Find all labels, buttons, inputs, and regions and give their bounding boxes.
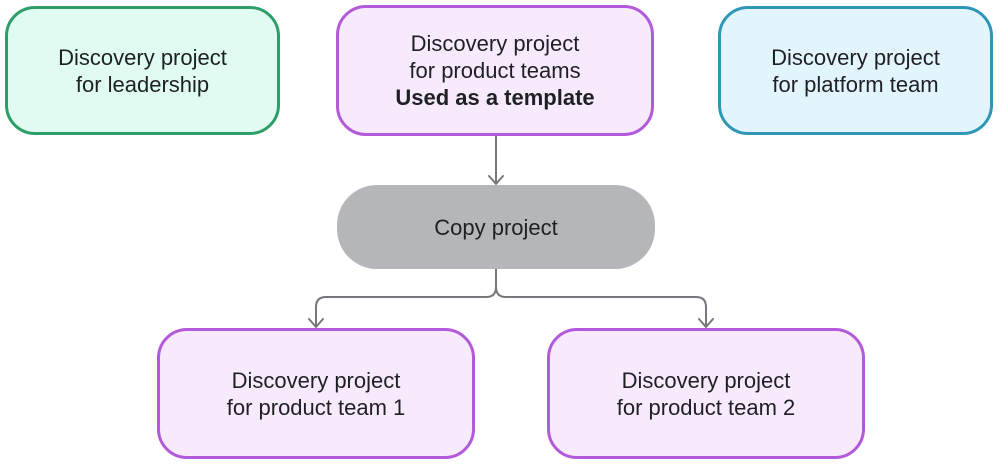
arrowhead-team-2 (698, 318, 714, 328)
node-template-project: Discovery project for product teams Used… (336, 5, 654, 136)
node-platform-line-2: for platform team (772, 71, 939, 97)
node-platform-line-1: Discovery project (771, 44, 940, 70)
node-team-2-line-2: for product team 2 (616, 394, 796, 420)
node-leadership-line-2: for leadership (75, 71, 210, 97)
node-team-1-line-1: Discovery project (231, 367, 401, 393)
arrowhead-team-1 (308, 318, 324, 328)
node-template-emphasis: Used as a template (395, 85, 595, 110)
node-product-team-1-project: Discovery project for product team 1 (157, 328, 475, 459)
node-team-1-line-2: for product team 1 (226, 394, 406, 420)
connector-copy-to-team-1 (315, 268, 497, 327)
node-leadership-project: Discovery project for leadership (5, 6, 280, 135)
node-product-team-2-project: Discovery project for product team 2 (547, 328, 865, 459)
node-template-line-1: Discovery project (410, 31, 580, 56)
node-copy-label: Copy project (434, 214, 558, 240)
node-template-line-2: for product teams (409, 58, 581, 83)
arrowhead-copy (488, 175, 504, 185)
node-leadership-line-1: Discovery project (58, 44, 227, 70)
node-team-2-line-1: Discovery project (621, 367, 791, 393)
node-copy-project: Copy project (337, 185, 655, 269)
node-platform-project: Discovery project for platform team (718, 6, 993, 135)
connector-copy-to-team-2 (495, 286, 707, 327)
